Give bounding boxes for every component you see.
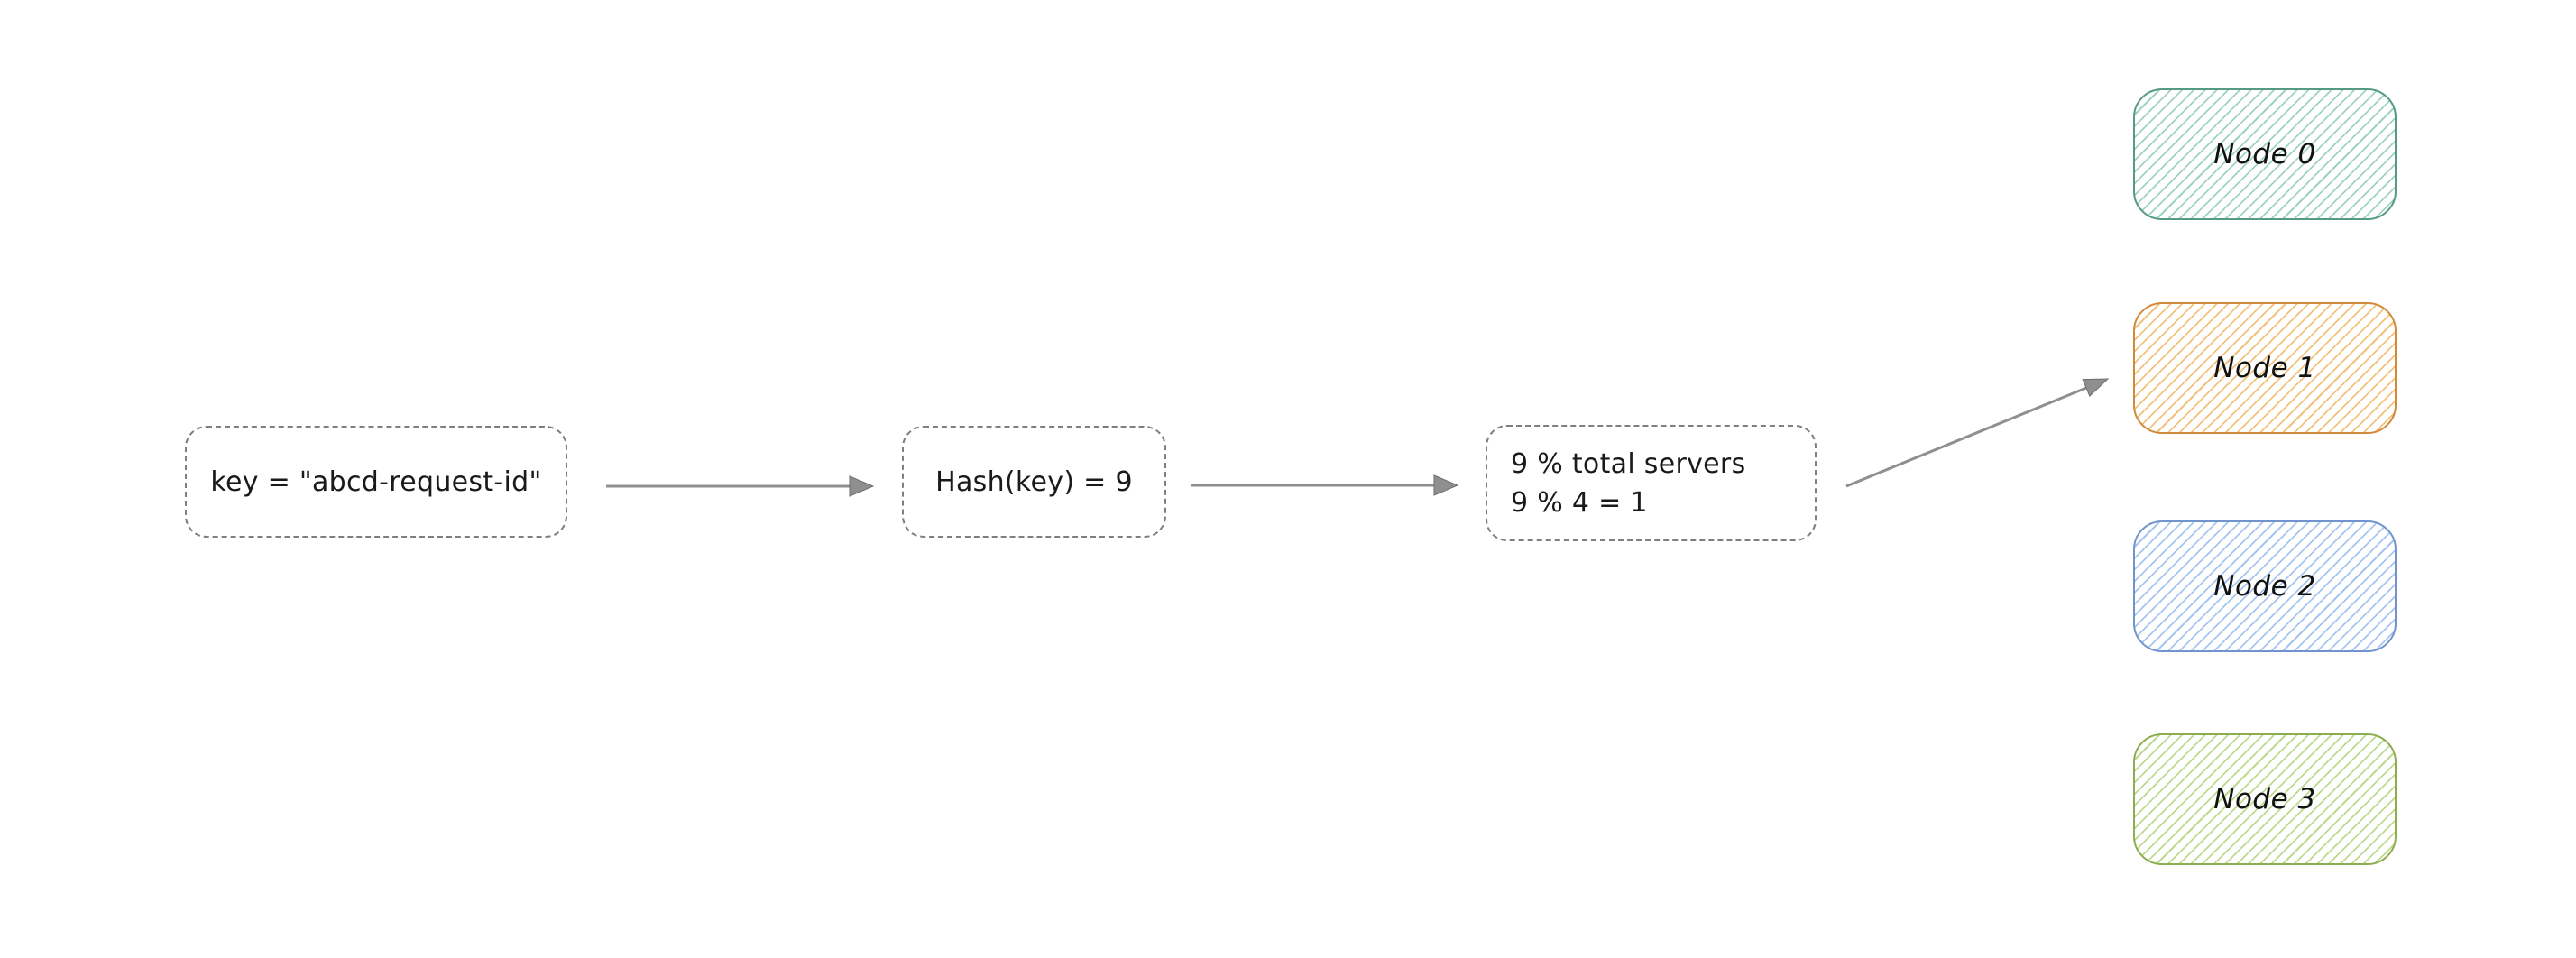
arrow-modulo-to-node-1 bbox=[1845, 378, 2110, 488]
modulo-step-line-2: 9 % 4 = 1 bbox=[1511, 486, 1648, 519]
arrow-modulo-to-node-1-head bbox=[2082, 378, 2110, 397]
node-0-label: Node 0 bbox=[2213, 138, 2316, 170]
modulo-step-line-1: 9 % total servers bbox=[1511, 447, 1746, 480]
node-1-box: Node 1 bbox=[2133, 302, 2397, 434]
node-2-box: Node 2 bbox=[2133, 520, 2397, 652]
node-3-box: Node 3 bbox=[2133, 733, 2397, 865]
arrow-key-to-hash bbox=[606, 475, 875, 497]
key-step-label: key = "abcd-request-id" bbox=[210, 465, 542, 498]
hash-step-label: Hash(key) = 9 bbox=[935, 465, 1133, 498]
arrow-modulo-to-node-1-shaft bbox=[1845, 386, 2087, 488]
arrow-hash-to-modulo bbox=[1191, 474, 1459, 496]
node-2-label: Node 2 bbox=[2213, 570, 2316, 603]
arrow-key-to-hash-head bbox=[849, 475, 875, 497]
node-0-box: Node 0 bbox=[2133, 88, 2397, 220]
hash-step-box: Hash(key) = 9 bbox=[902, 426, 1166, 538]
key-step-box: key = "abcd-request-id" bbox=[185, 426, 567, 538]
node-3-label: Node 3 bbox=[2213, 783, 2316, 815]
node-1-label: Node 1 bbox=[2213, 352, 2316, 384]
modulo-step-box: 9 % total servers 9 % 4 = 1 bbox=[1486, 425, 1817, 541]
arrow-hash-to-modulo-head bbox=[1433, 474, 1459, 496]
